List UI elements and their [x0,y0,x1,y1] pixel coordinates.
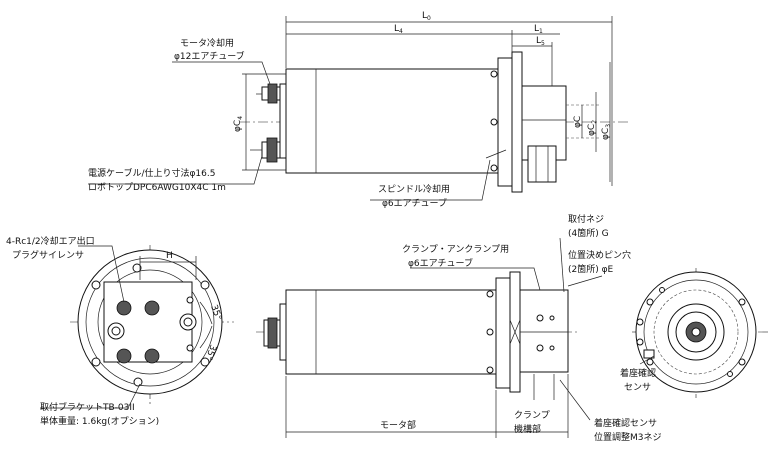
screw-label-2: (4箇所) G [568,227,609,239]
outlet-label-2: プラグサイレンサ [12,249,84,261]
power-cable-label-2: ロボトップDPC6AWG10X4C 1m [88,182,226,193]
motor-air-tube-label-1: モータ冷却用 [180,37,234,49]
motor-air-tube-label-2: φ12エアチューブ [174,50,245,62]
seat-sensor-label-2: センサ [624,382,651,393]
dim-c4: φC4 [233,116,244,132]
dim-c: φC [573,116,583,128]
dim-l4: L4 [394,24,403,35]
bracket-label-1: 取付ブラケットTB-03II [40,401,135,413]
adj-screw-label-2: 位置調整M3ネジ [594,431,662,443]
clamp-air-label-1: クランプ・アンクランプ用 [402,244,509,255]
clamp-air-label-2: φ6エアチューブ [408,257,473,269]
dim-l5: L5 [536,36,545,47]
spindle-air-label-2: φ6エアチューブ [382,197,447,209]
dim-c2: φC2 [587,120,598,136]
pin-label-2: (2箇所) φE [568,263,614,275]
top-dimension-labels: L0 L4 L1 L5 φC4 φC φC2 φC3 [233,11,612,140]
dim-h: H [166,251,173,261]
dim-l0: L0 [422,11,431,22]
rear-end-view [40,245,234,409]
clamp-part-label-1: クランプ [514,410,550,421]
outlet-label-1: 4-Rc1/2冷却エア出口 [6,235,95,247]
power-cable-label-1: 電源ケーブル/仕上り寸法φ16.5 [88,167,215,179]
motor-part-label: モータ部 [380,419,416,431]
bracket-label-2: 単体重量: 1.6kg(オプション) [40,415,159,427]
dim-c3: φC3 [601,124,612,140]
bottom-side-view [256,237,603,438]
spindle-air-label-1: スピンドル冷却用 [378,183,450,195]
front-end-view [632,268,768,398]
clamp-part-label-2: 機構部 [514,423,541,435]
pin-label-1: 位置決めピン穴 [568,249,631,261]
top-side-view [88,16,628,201]
dim-l1: L1 [534,24,543,35]
adj-screw-label-1: 着座確認センサ [594,417,657,429]
seat-sensor-label-1: 着座確認 [620,367,656,379]
screw-label-1: 取付ネジ [568,214,604,225]
